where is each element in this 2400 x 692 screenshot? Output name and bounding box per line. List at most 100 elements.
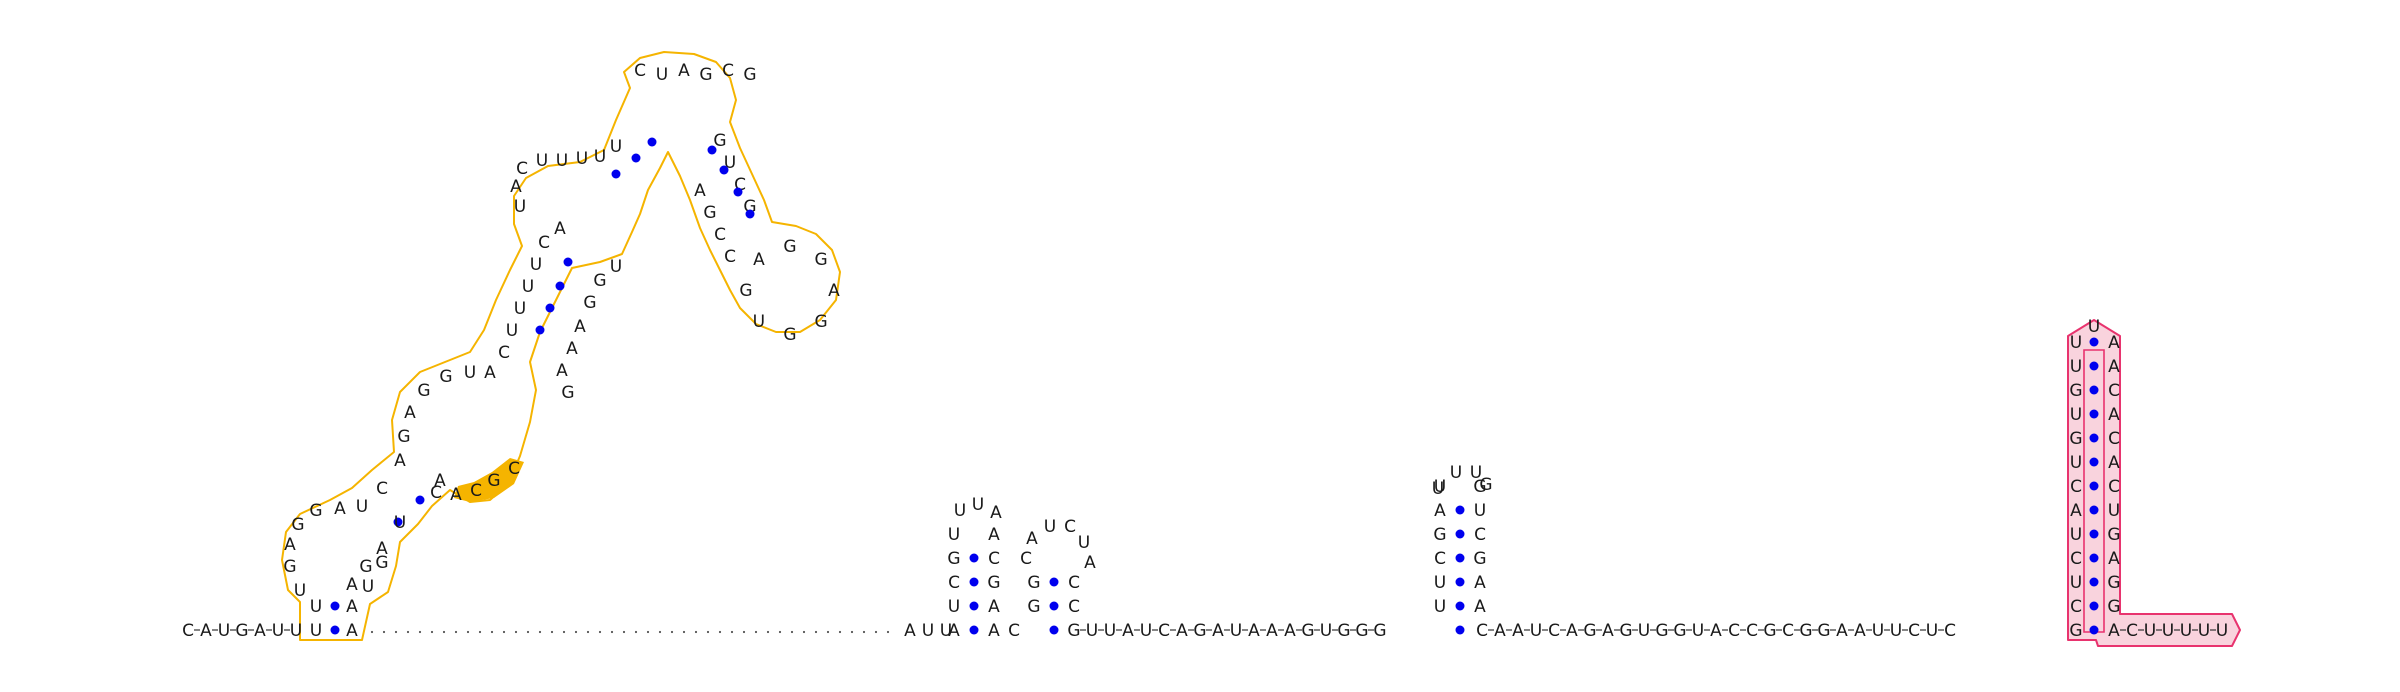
nucleotide: G: [1673, 621, 1686, 641]
nucleotide: A: [2108, 621, 2120, 641]
nucleotide: G: [743, 65, 756, 85]
nucleotide: C: [724, 247, 736, 267]
nucleotide: U: [1320, 621, 1332, 641]
nucleotide: U: [362, 577, 374, 597]
base-pair-dot: [1049, 625, 1059, 635]
unpaired-spacer: [886, 630, 890, 634]
base-pair-dot: [2089, 361, 2099, 371]
base-pair-dot: [969, 553, 979, 563]
nucleotide: U: [2070, 525, 2082, 545]
nucleotide: A: [1284, 621, 1296, 641]
nucleotide: U: [310, 597, 322, 617]
nucleotide: G: [2069, 621, 2082, 641]
nucleotide: A: [948, 621, 960, 641]
nucleotide: C: [1746, 621, 1758, 641]
base-pair-dot: [2089, 481, 2099, 491]
nucleotide: A: [566, 339, 578, 359]
nucleotide: A: [904, 621, 916, 641]
nucleotide: G: [1373, 621, 1386, 641]
base-pair-dot: [1455, 553, 1465, 563]
unpaired-spacer: [706, 630, 710, 634]
base-pair-dot: [1455, 529, 1465, 539]
nucleotide: U: [1434, 573, 1446, 593]
nucleotide: G: [1479, 475, 1492, 495]
unpaired-spacer: [526, 630, 530, 634]
nucleotide: C: [1728, 621, 1740, 641]
nucleotide: C: [1434, 549, 1446, 569]
nucleotide: U: [948, 525, 960, 545]
nucleotide: C: [470, 481, 482, 501]
nucleotide: A: [1266, 621, 1278, 641]
unpaired-spacer: [814, 630, 818, 634]
unpaired-spacer: [670, 630, 674, 634]
nucleotide: A: [828, 281, 840, 301]
nucleotide: C: [2070, 477, 2082, 497]
nucleotide: G: [1655, 621, 1668, 641]
nucleotide: G: [1619, 621, 1632, 641]
nucleotide: G: [487, 471, 500, 491]
nucleotide: U: [972, 495, 984, 515]
nucleotide: G: [397, 427, 410, 447]
nucleotide: A: [376, 539, 388, 559]
nucleotide: A: [284, 535, 296, 555]
nucleotide: A: [988, 597, 1000, 617]
nucleotide: G: [1799, 621, 1812, 641]
unpaired-spacer: [634, 630, 638, 634]
nucleotide: G: [593, 271, 606, 291]
nucleotide: A: [346, 621, 358, 641]
nucleotide: A: [1474, 573, 1486, 593]
unpaired-spacer: [826, 630, 830, 634]
base-pair-dot: [2089, 337, 2099, 347]
nucleotide: A: [1248, 621, 1260, 641]
nucleotide: C: [634, 61, 646, 81]
nucleotide: C: [2108, 429, 2120, 449]
nucleotide: G: [1583, 621, 1596, 641]
nucleotide: A: [2108, 405, 2120, 425]
nucleotide: U: [753, 312, 765, 332]
nucleotide: C: [1020, 549, 1032, 569]
nucleotide: U: [2108, 501, 2120, 521]
nucleotide: G: [783, 237, 796, 257]
base-pair-dot: [745, 209, 755, 219]
nucleotide: C: [516, 159, 528, 179]
nucleotide: G: [2069, 381, 2082, 401]
nucleotide: U: [536, 151, 548, 171]
nucleotide: C: [988, 549, 1000, 569]
pink-domain-outline: [2067, 319, 2241, 647]
base-pair-dot: [631, 153, 641, 163]
nucleotide: G: [699, 65, 712, 85]
nucleotide: U: [1692, 621, 1704, 641]
nucleotide: U: [1086, 621, 1098, 641]
nucleotide: A: [1710, 621, 1722, 641]
unpaired-spacer: [598, 630, 602, 634]
unpaired-spacer: [802, 630, 806, 634]
base-pair-dot: [1049, 601, 1059, 611]
nucleotide: A: [1494, 621, 1506, 641]
nucleotide: U: [1432, 479, 1444, 499]
unpaired-spacer: [418, 630, 422, 634]
nucleotide: C: [948, 573, 960, 593]
nucleotide: G: [583, 293, 596, 313]
nucleotide: U: [530, 255, 542, 275]
nucleotide: U: [1450, 463, 1462, 483]
nucleotide: U: [948, 597, 960, 617]
nucleotide: U: [954, 501, 966, 521]
nucleotide: A: [254, 621, 266, 641]
nucleotide: G: [1027, 573, 1040, 593]
nucleotide: C: [1008, 621, 1020, 641]
nucleotide: U: [576, 149, 588, 169]
nucleotide: U: [656, 65, 668, 85]
unpaired-spacer: [478, 630, 482, 634]
nucleotide: G: [561, 383, 574, 403]
nucleotide: U: [1140, 621, 1152, 641]
nucleotide: U: [522, 277, 534, 297]
nucleotide: A: [450, 485, 462, 505]
nucleotide: U: [1434, 597, 1446, 617]
unpaired-spacer: [502, 630, 506, 634]
nucleotide: U: [294, 581, 306, 601]
nucleotide: A: [556, 361, 568, 381]
nucleotide: A: [1474, 597, 1486, 617]
nucleotide: A: [200, 621, 212, 641]
base-pair-dot: [393, 517, 403, 527]
nucleotide: U: [514, 299, 526, 319]
